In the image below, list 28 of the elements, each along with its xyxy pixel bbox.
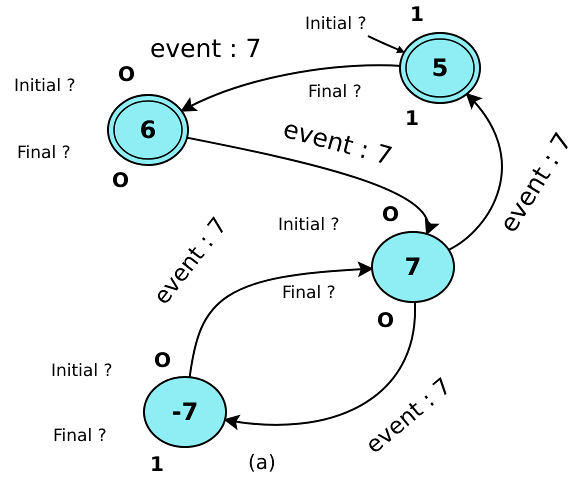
- arrow: [448, 92, 503, 251]
- flag-value: O: [377, 310, 394, 330]
- state-label: 7: [404, 255, 422, 279]
- flag-value: O: [112, 170, 130, 190]
- flag-label: Final ?: [308, 84, 362, 101]
- arrow: [223, 302, 416, 430]
- flag-label: Initial ?: [305, 16, 366, 33]
- edge-label: event : 7: [150, 36, 262, 61]
- flag-label: Final ?: [17, 145, 71, 162]
- state-label: -7: [172, 400, 198, 424]
- flag-value: 1: [410, 4, 424, 24]
- edge-label: event : 7: [280, 116, 395, 169]
- state-label: 6: [140, 118, 156, 142]
- state-label: 5: [432, 56, 448, 80]
- flag-label: Initial ?: [14, 78, 76, 95]
- flag-value: O: [118, 64, 136, 84]
- flag-label: Final ?: [53, 428, 107, 445]
- flag-label: Final ?: [282, 285, 336, 302]
- flag-label: Initial ?: [278, 217, 340, 234]
- flag-value: 1: [150, 454, 164, 474]
- flag-label: Initial ?: [51, 363, 112, 380]
- flag-value: O: [154, 350, 172, 370]
- flag-value: O: [382, 204, 400, 224]
- flag-value: 1: [405, 108, 419, 128]
- arrow: [368, 35, 405, 54]
- arrow: [186, 136, 436, 236]
- caption: (a): [248, 452, 276, 472]
- arrow: [180, 64, 400, 112]
